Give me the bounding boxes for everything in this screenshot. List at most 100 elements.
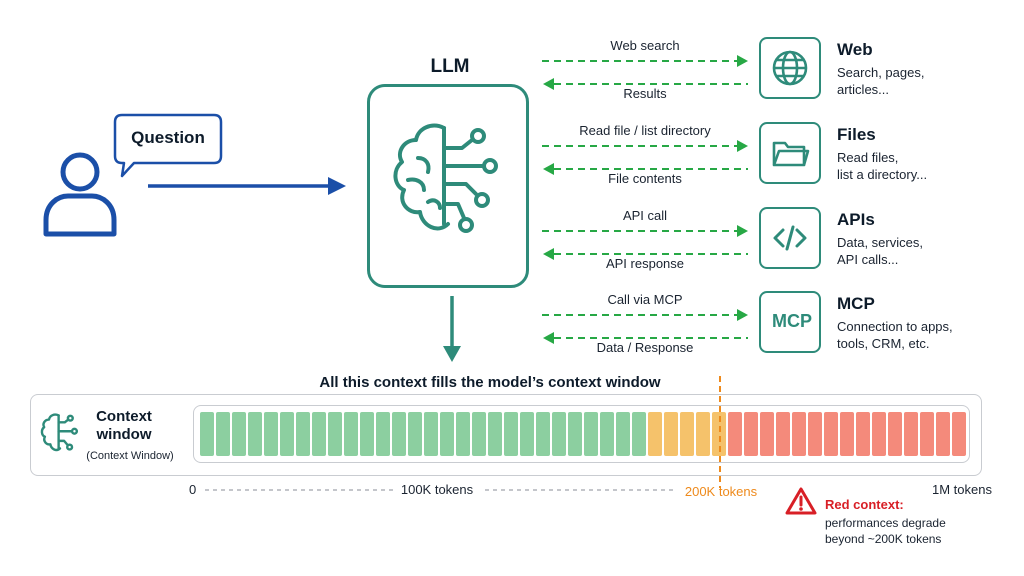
user-to-llm-arrow	[148, 177, 346, 195]
context-segment-green	[216, 412, 230, 456]
context-segment-green	[280, 412, 294, 456]
tool-description: Data, services,	[837, 235, 923, 250]
context-segment-yellow	[712, 412, 726, 456]
context-segment-green	[344, 412, 358, 456]
context-window-title: Context window	[96, 408, 152, 443]
response-label: API response	[605, 256, 685, 271]
context-segment-green	[264, 412, 278, 456]
request-label: Read file / list directory	[579, 123, 711, 138]
context-segment-red	[920, 412, 934, 456]
context-segment-red	[728, 412, 742, 456]
tick-start: 0	[189, 482, 197, 497]
context-segment-green	[440, 412, 454, 456]
context-segment-red	[744, 412, 758, 456]
context-segment-red	[904, 412, 918, 456]
context-segment-red	[872, 412, 886, 456]
context-segment-green	[328, 412, 342, 456]
context-segment-green	[408, 412, 422, 456]
question-label: Question	[131, 128, 205, 147]
llm-box	[367, 84, 529, 288]
request-label: Web search	[610, 38, 680, 53]
tool-description: Read files,	[837, 150, 899, 165]
mcp-icon: MCP	[772, 311, 812, 331]
context-segment-red	[792, 412, 806, 456]
context-segment-yellow	[680, 412, 694, 456]
context-segment-yellow	[664, 412, 678, 456]
globe-icon	[770, 48, 810, 88]
context-segment-green	[584, 412, 598, 456]
tool-description: list a directory...	[837, 167, 928, 182]
context-bar-track	[193, 405, 970, 463]
context-segment-red	[888, 412, 902, 456]
context-segment-green	[504, 412, 518, 456]
request-label: API call	[622, 208, 668, 223]
tool-description: Search, pages,	[837, 65, 925, 80]
response-label: File contents	[608, 171, 682, 186]
context-segment-green	[200, 412, 214, 456]
mcp-tool-box: MCP	[759, 291, 821, 353]
llm-down-arrow	[443, 296, 461, 362]
tool-title: APIs	[837, 210, 875, 229]
context-segment-green	[424, 412, 438, 456]
context-segment-green	[376, 412, 390, 456]
context-brain-icon	[40, 413, 79, 452]
tool-title: Web	[837, 40, 873, 59]
warning-title: Red context:	[825, 497, 904, 512]
context-segment-green	[232, 412, 246, 456]
tool-title: Files	[837, 125, 876, 144]
context-segment-green	[456, 412, 470, 456]
context-segment-red	[936, 412, 950, 456]
context-segment-green	[616, 412, 630, 456]
context-segment-green	[552, 412, 566, 456]
tool-title: MCP	[837, 294, 875, 313]
context-segment-red	[824, 412, 838, 456]
context-segment-red	[840, 412, 854, 456]
user-icon	[43, 152, 117, 237]
context-segment-green	[568, 412, 582, 456]
context-segment-green	[632, 412, 646, 456]
response-label: Results	[623, 86, 667, 101]
context-segment-green	[248, 412, 262, 456]
context-segment-green	[600, 412, 614, 456]
tick-100k: 100K tokens	[400, 482, 474, 497]
question-bubble	[113, 113, 223, 178]
context-segment-yellow	[696, 412, 710, 456]
context-window-subtitle: (Context Window)	[86, 450, 174, 462]
context-segment-red	[776, 412, 790, 456]
warning-icon	[785, 487, 817, 515]
axis-dash-left	[205, 489, 395, 491]
response-label: Data / Response	[596, 340, 694, 355]
context-segment-green	[296, 412, 310, 456]
context-segment-green	[392, 412, 406, 456]
request-label: Call via MCP	[607, 292, 683, 307]
context-segment-red	[856, 412, 870, 456]
context-segment-green	[488, 412, 502, 456]
context-segment-green	[312, 412, 326, 456]
tick-200k: 200K tokens	[684, 484, 758, 499]
context-segment-red	[760, 412, 774, 456]
axis-dash-right	[485, 489, 675, 491]
web-tool-box	[759, 37, 821, 99]
request-response-arrows	[542, 309, 748, 344]
folder-icon	[770, 133, 810, 173]
context-segment-green	[536, 412, 550, 456]
context-segment-red	[808, 412, 822, 456]
limit-marker-line	[719, 376, 721, 488]
request-response-arrows	[542, 55, 748, 90]
llm-title: LLM	[430, 56, 470, 77]
warning-line: beyond ~200K tokens	[825, 532, 942, 546]
context-heading: All this context fills the model’s conte…	[319, 374, 661, 391]
tool-description: Connection to apps,	[837, 319, 953, 334]
context-segment-green	[472, 412, 486, 456]
tool-description: tools, CRM, etc.	[837, 336, 930, 351]
tool-description: articles...	[837, 82, 890, 97]
context-segment-yellow	[648, 412, 662, 456]
apis-tool-box	[759, 207, 821, 269]
code-icon	[770, 218, 810, 258]
brain-circuit-icon	[393, 123, 498, 233]
context-segment-green	[520, 412, 534, 456]
tick-1m: 1M tokens	[932, 482, 992, 497]
warning-description: performances degrade beyond ~200K tokens	[825, 515, 946, 547]
warning-line: performances degrade	[825, 516, 946, 530]
request-response-arrows	[542, 225, 748, 260]
